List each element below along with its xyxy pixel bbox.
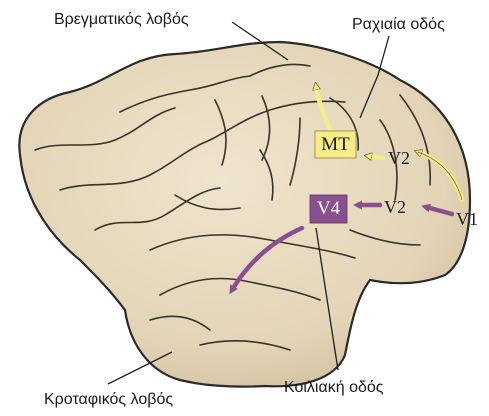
parietal-lobe-label: Βρεγματικός λοβός: [54, 11, 189, 29]
dorsal-stream-label: Ραχιαία οδός: [352, 16, 445, 34]
ventral-stream-label: Κοιλιακή οδός: [284, 379, 384, 397]
area-v2-ventral-label: V2: [384, 197, 406, 217]
area-v1-label: V1: [456, 209, 478, 229]
temporal-lobe-label: Κροταφικός λοβός: [44, 391, 173, 409]
area-v2-dorsal-label: V2: [388, 148, 410, 168]
arrow-v2-to-mt: [368, 156, 383, 158]
area-v4-label: V4: [310, 197, 347, 221]
area-mt-label: MT: [315, 133, 356, 157]
